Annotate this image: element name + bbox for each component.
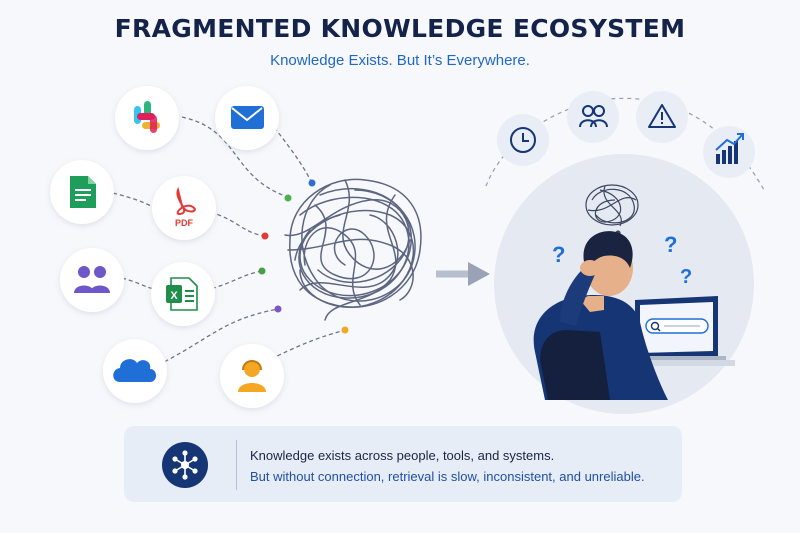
page-title: FRAGMENTED KNOWLEDGE ECOSYSTEM xyxy=(114,14,686,43)
info-divider xyxy=(236,440,237,490)
page-subtitle: Knowledge Exists. But It’s Everywhere. xyxy=(270,52,530,69)
connector-dots xyxy=(258,179,349,334)
spreadsheet-icon: X xyxy=(151,262,215,326)
search-bar xyxy=(645,318,709,334)
info-line-secondary: But without connection, retrieval is slo… xyxy=(250,469,645,484)
pdf-icon: PDF xyxy=(152,176,216,240)
people-icon xyxy=(567,91,619,143)
email-icon xyxy=(215,86,279,150)
slack-icon xyxy=(115,86,179,150)
tangled-knowledge xyxy=(284,178,422,321)
pdf-label: PDF xyxy=(175,218,194,228)
expert-person-icon xyxy=(220,344,284,408)
question-mark-left: ? xyxy=(552,242,565,267)
info-line-primary: Knowledge exists across people, tools, a… xyxy=(250,448,555,463)
spreadsheet-label: X xyxy=(170,290,178,302)
question-mark-top: ? xyxy=(664,232,677,257)
warning-icon xyxy=(636,91,688,143)
laptop-base xyxy=(608,356,726,362)
desk xyxy=(575,360,735,366)
info-bar: Knowledge exists across people, tools, a… xyxy=(124,426,682,502)
document-icon xyxy=(50,160,114,224)
cloud-icon xyxy=(103,339,167,403)
diagram-canvas: PDF X xyxy=(50,86,765,414)
confused-person xyxy=(533,231,668,400)
network-hub-icon xyxy=(162,442,208,488)
question-mark-right: ? xyxy=(680,266,692,288)
source-connectors xyxy=(112,116,346,369)
clock-icon xyxy=(497,114,549,166)
team-icon xyxy=(60,248,124,312)
bar-chart-icon xyxy=(703,126,755,178)
flow-arrow-head xyxy=(468,262,490,286)
